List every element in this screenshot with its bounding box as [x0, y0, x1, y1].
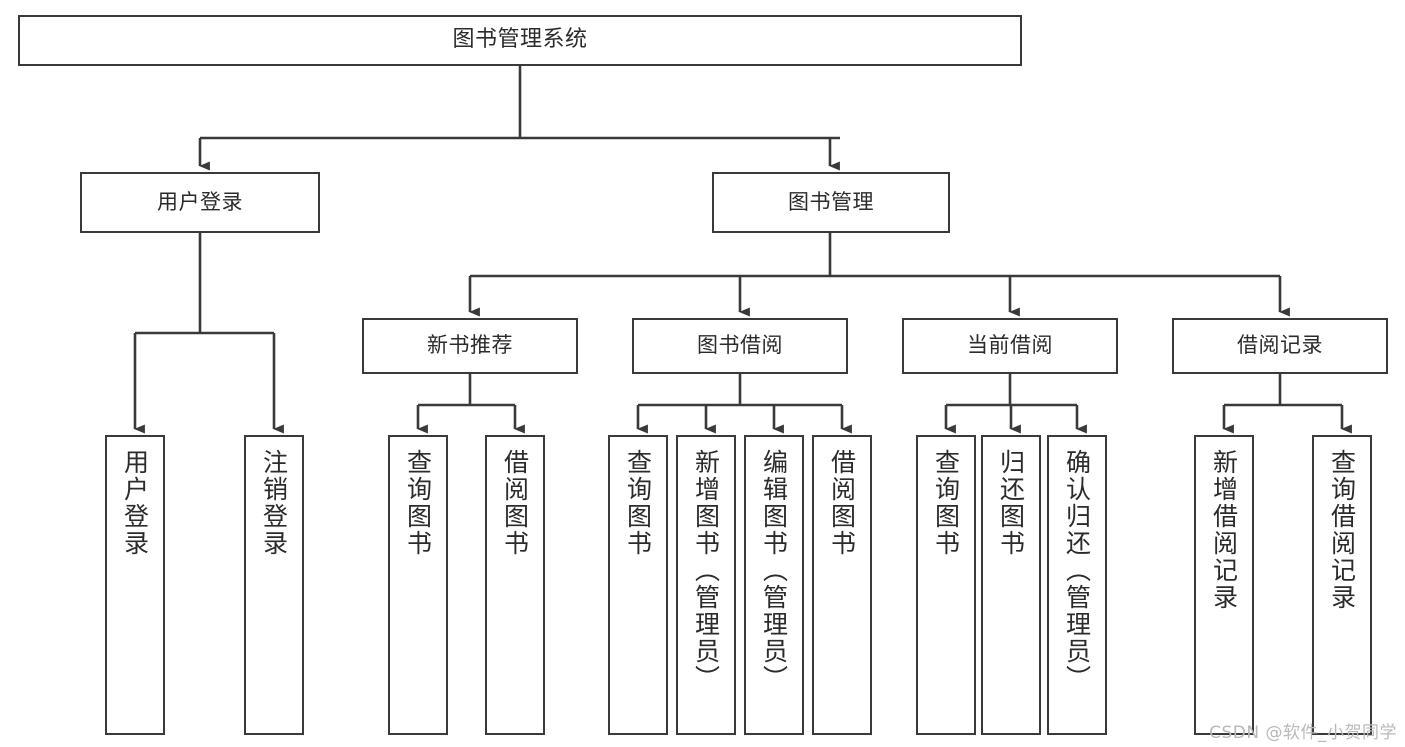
- node-current-borrow[interactable]: 当前借阅: [902, 318, 1118, 374]
- node-user-login[interactable]: 用户登录: [80, 172, 320, 233]
- node-new-book-recommend[interactable]: 新书推荐: [362, 318, 578, 374]
- node-label: 借阅图书: [827, 449, 857, 557]
- leaf-borrow-borrow-book[interactable]: 借阅图书: [812, 435, 872, 735]
- node-label: 当前借阅: [967, 333, 1053, 358]
- node-book-borrow[interactable]: 图书借阅: [632, 318, 848, 374]
- node-label: 用户登录: [120, 449, 150, 557]
- leaf-recommend-query-book[interactable]: 查询图书: [388, 435, 448, 735]
- node-label: 图书借阅: [697, 333, 783, 358]
- leaf-record-add-record[interactable]: 新增借阅记录: [1194, 435, 1254, 735]
- node-label: 图书管理系统: [452, 27, 588, 53]
- node-label: 新增借阅记录: [1209, 449, 1239, 611]
- node-label: 用户登录: [157, 189, 243, 214]
- leaf-user-login-logout[interactable]: 注销登录: [244, 435, 304, 735]
- leaf-borrow-edit-book[interactable]: 编辑图书（管理员）: [744, 435, 804, 735]
- node-label: 注销登录: [259, 449, 289, 557]
- node-label: 查询图书: [931, 449, 961, 557]
- node-label: 查询借阅记录: [1327, 449, 1357, 611]
- node-label: 确认归还（管理员）: [1062, 449, 1092, 692]
- leaf-record-query-record[interactable]: 查询借阅记录: [1312, 435, 1372, 735]
- watermark: CSDN @软件_小贺同学: [1209, 723, 1397, 743]
- node-label: 查询图书: [623, 449, 653, 557]
- node-root-system[interactable]: 图书管理系统: [18, 15, 1022, 66]
- leaf-borrow-add-book[interactable]: 新增图书（管理员）: [676, 435, 736, 735]
- leaf-borrow-query-book[interactable]: 查询图书: [608, 435, 668, 735]
- node-label: 图书管理: [788, 189, 874, 214]
- node-borrow-record[interactable]: 借阅记录: [1172, 318, 1388, 374]
- node-label: 查询图书: [403, 449, 433, 557]
- node-book-management[interactable]: 图书管理: [712, 172, 950, 233]
- node-label: 归还图书: [996, 449, 1026, 557]
- node-label: 编辑图书（管理员）: [759, 449, 789, 692]
- node-label: 新书推荐: [427, 333, 513, 358]
- leaf-current-confirm-return[interactable]: 确认归还（管理员）: [1047, 435, 1107, 735]
- node-label: 借阅图书: [500, 449, 530, 557]
- leaf-user-login-login[interactable]: 用户登录: [105, 435, 165, 735]
- node-label: 借阅记录: [1237, 333, 1323, 358]
- leaf-recommend-borrow-book[interactable]: 借阅图书: [485, 435, 545, 735]
- leaf-current-return-book[interactable]: 归还图书: [981, 435, 1041, 735]
- leaf-current-query-book[interactable]: 查询图书: [916, 435, 976, 735]
- node-label: 新增图书（管理员）: [691, 449, 721, 692]
